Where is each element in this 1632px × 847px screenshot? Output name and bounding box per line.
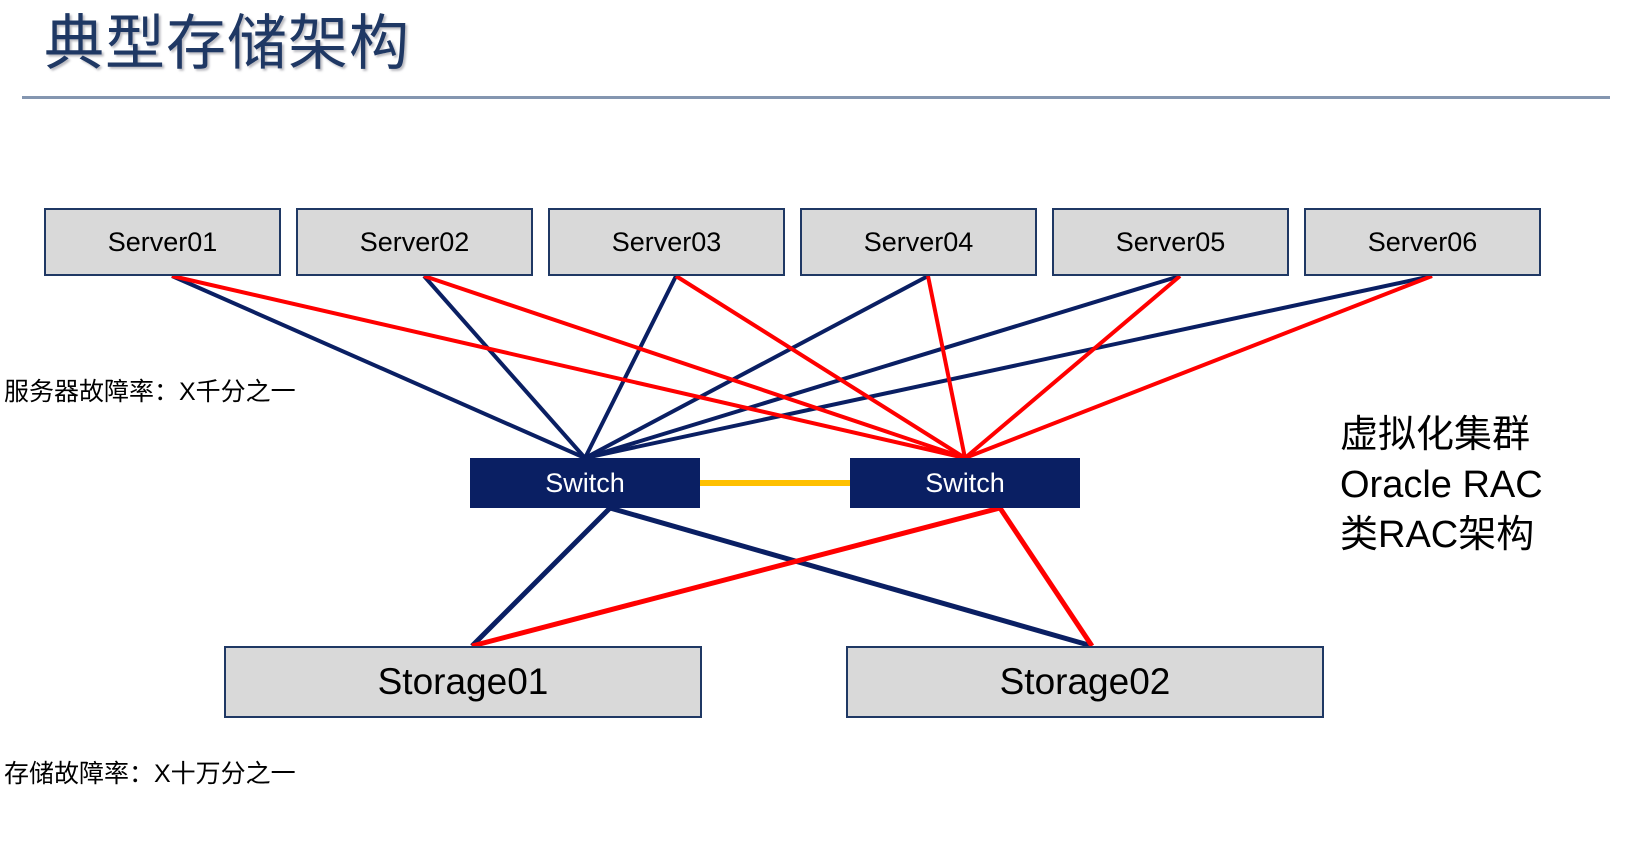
link-server-switch-a bbox=[584, 274, 1433, 460]
server-node-3[interactable]: Server03 bbox=[548, 208, 785, 276]
link-switch-storage bbox=[997, 506, 1095, 648]
switch-to-storage-links bbox=[470, 505, 1095, 649]
server-node-4[interactable]: Server04 bbox=[800, 208, 1037, 276]
link-server-switch-b bbox=[963, 274, 1182, 460]
server-node-label: Server06 bbox=[1367, 226, 1478, 257]
switch-node-label: Switch bbox=[925, 467, 1005, 498]
storage-node-2[interactable]: Storage02 bbox=[846, 646, 1324, 718]
server-node-label: Server01 bbox=[107, 226, 218, 257]
server-node-label: Server02 bbox=[359, 226, 470, 257]
link-server-switch-a bbox=[422, 274, 587, 460]
link-server-switch-b bbox=[926, 275, 967, 459]
server-node-label: Server04 bbox=[863, 226, 974, 257]
link-server-switch-a bbox=[171, 274, 586, 460]
switch-node-label: Switch bbox=[545, 467, 625, 498]
server-node-5[interactable]: Server05 bbox=[1052, 208, 1289, 276]
server-node-label: Server03 bbox=[611, 226, 722, 257]
server-to-switch-b-links bbox=[171, 274, 1433, 460]
cluster-note-line-1: 虚拟化集群 bbox=[1340, 414, 1531, 456]
link-server-switch-b bbox=[674, 274, 967, 460]
server-to-switch-a-links bbox=[171, 274, 1433, 460]
storage-failure-rate-note: 存储故障率：X十万分之一 bbox=[4, 760, 296, 788]
server-node-2[interactable]: Server02 bbox=[296, 208, 533, 276]
cluster-note-line-3: 类RAC架构 bbox=[1340, 514, 1535, 556]
cluster-architecture-note: 虚拟化集群 Oracle RAC 类RAC架构 bbox=[1340, 410, 1543, 560]
storage-node-label: Storage02 bbox=[999, 661, 1171, 702]
link-server-switch-b bbox=[964, 274, 1433, 460]
link-server-switch-a bbox=[584, 274, 1181, 460]
server-node-1[interactable]: Server01 bbox=[44, 208, 281, 276]
server-node-6[interactable]: Server06 bbox=[1304, 208, 1541, 276]
storage-node-label: Storage01 bbox=[377, 661, 549, 702]
cluster-note-line-2: Oracle RAC bbox=[1340, 464, 1543, 506]
link-switch-storage bbox=[609, 505, 1093, 649]
link-server-switch-b bbox=[171, 274, 966, 460]
switch-node-2[interactable]: Switch bbox=[850, 458, 1080, 508]
storage-node-1[interactable]: Storage01 bbox=[224, 646, 702, 718]
link-server-switch-a bbox=[583, 275, 678, 459]
link-server-switch-b bbox=[423, 274, 966, 460]
server-node-label: Server05 bbox=[1115, 226, 1226, 257]
server-failure-rate-note: 服务器故障率：X千分之一 bbox=[4, 378, 296, 406]
link-switch-storage bbox=[470, 506, 612, 648]
link-switch-storage bbox=[471, 505, 1001, 649]
link-server-switch-a bbox=[584, 274, 929, 460]
switch-node-1[interactable]: Switch bbox=[470, 458, 700, 508]
page-title: 典型存储架构 bbox=[44, 10, 410, 77]
title-divider bbox=[22, 96, 1610, 99]
